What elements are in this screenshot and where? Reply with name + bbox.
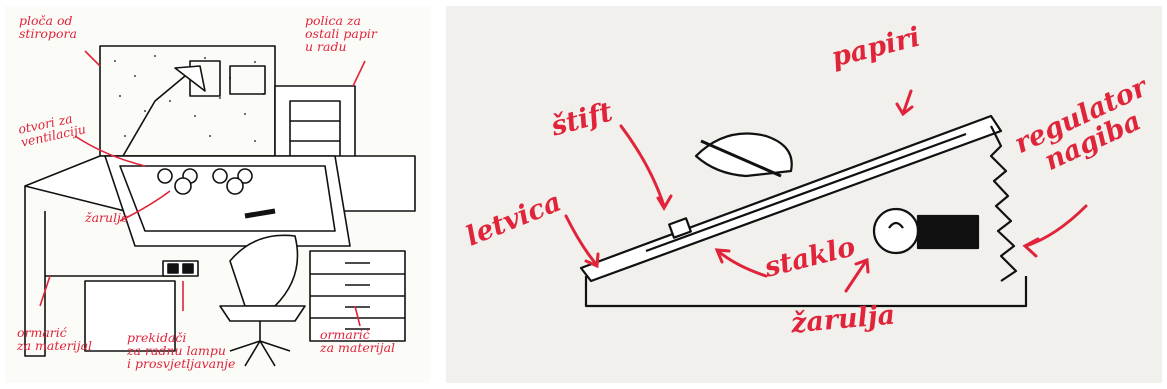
label-bulbs: žarulje (85, 211, 128, 224)
label-switches: prekidači za radnu lampu i prosvjetljava… (127, 331, 235, 370)
lamp-arm (123, 76, 185, 156)
chair-seat (220, 306, 305, 321)
light-table-section-panel: štift papiri regulator nagiba letvica st… (446, 6, 1162, 383)
tilt-regulator (991, 126, 1016, 281)
light-table (105, 156, 350, 246)
desk-illustration-panel: ploča od stiropora polica za ostali papi… (5, 6, 430, 383)
styrofoam-board (100, 46, 275, 156)
label-styrofoam-board: ploča od stiropora (19, 14, 77, 40)
label-material-cabinet-left: ormarić za materijal (17, 326, 92, 352)
chair-base (230, 321, 290, 366)
bulb-socket (918, 216, 978, 248)
bulb (874, 209, 918, 253)
label-paper-shelf: polica za ostali papir u radu (305, 14, 377, 53)
hand (696, 134, 792, 177)
label-material-cabinet-right: ormarić za materijal (320, 328, 395, 354)
base-board (586, 276, 1026, 306)
